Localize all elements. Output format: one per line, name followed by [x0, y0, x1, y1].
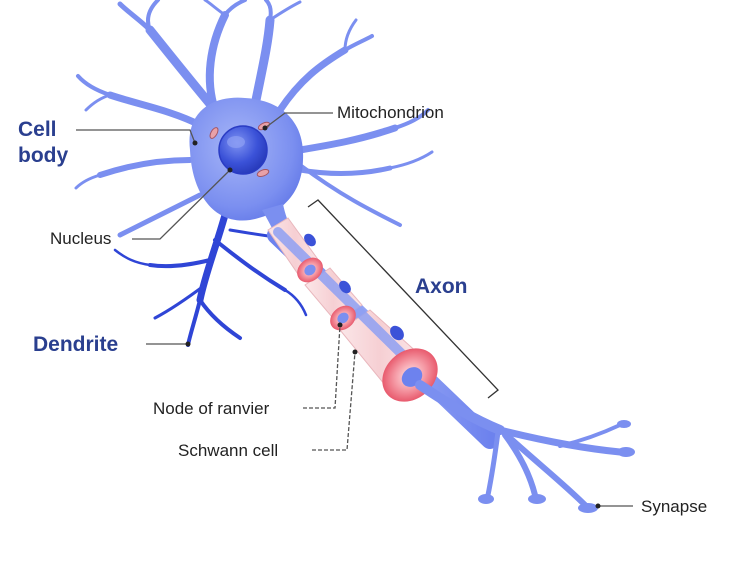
nucleus-label: Nucleus [50, 229, 111, 248]
dendrites-lower [113, 211, 308, 347]
axon [267, 217, 505, 449]
axon-terminals [485, 423, 624, 508]
cell-body-label-line1: Cell [18, 118, 57, 141]
axon-bracket [307, 199, 499, 399]
dendrites-upper [74, 0, 434, 238]
node-of-ranvier-label: Node of ranvier [153, 399, 270, 418]
leader-lines [76, 112, 633, 509]
mitochondrion-label: Mitochondrion [337, 103, 444, 122]
dendrite-label: Dendrite [33, 333, 118, 356]
schwann-nuclei [304, 233, 404, 341]
synaptic-boutons [478, 420, 635, 513]
mitochondria [209, 121, 271, 177]
axon-label: Axon [415, 275, 468, 298]
schwann-cell-label: Schwann cell [178, 441, 278, 460]
nucleus [218, 125, 268, 175]
synapse-label: Synapse [641, 497, 707, 516]
cell-body-label-line2: body [18, 144, 68, 167]
